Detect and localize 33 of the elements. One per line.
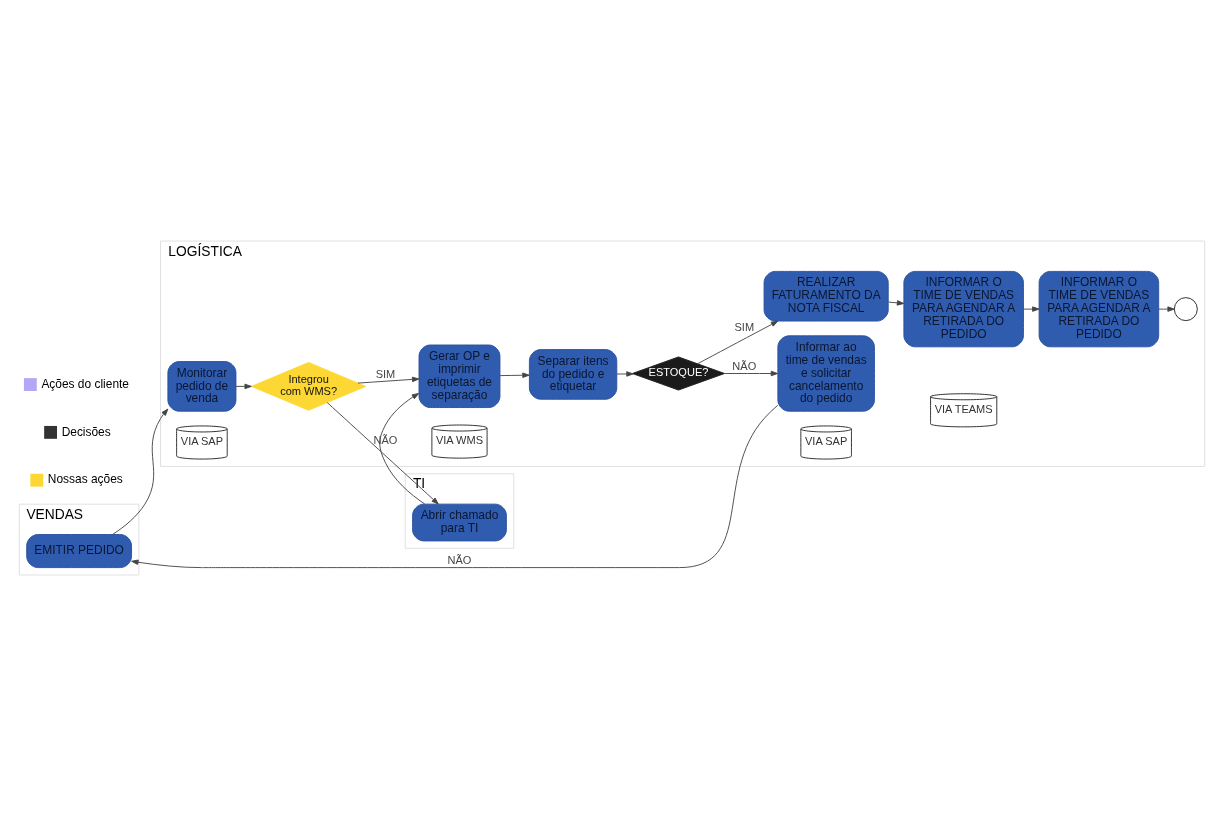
edge-label: NÃO xyxy=(373,433,398,446)
node-box: Monitorar pedido de venda xyxy=(167,361,237,412)
node-box: Abrir chamado para TI xyxy=(412,503,507,542)
arrow xyxy=(326,402,439,505)
node-box: Gerar OP e imprimir etiquetas de separação xyxy=(418,344,501,408)
edge-label: NÃO xyxy=(732,360,757,373)
arrow xyxy=(616,371,634,377)
edge-label: NÃO xyxy=(447,554,472,567)
legend-label: Nossas ações xyxy=(47,472,123,487)
edge-label: SIM xyxy=(734,320,755,333)
arrow xyxy=(499,372,530,378)
legend-label: Ações do cliente xyxy=(41,376,129,391)
arrow xyxy=(131,404,779,569)
node-circle xyxy=(1173,297,1198,322)
arrow xyxy=(697,320,779,365)
arrow xyxy=(1158,306,1175,312)
node-box: INFORMAR O TIME DE VENDAS PARA AGENDAR A RETIRADA DO PEDIDO xyxy=(903,270,1024,348)
node-box: Separar itens do pedido e etiquetar xyxy=(528,349,618,400)
node-diamond: Integrou com WMS? xyxy=(251,362,367,411)
arrow xyxy=(888,300,905,306)
arrow xyxy=(235,383,252,390)
node-diamond: ESTOQUE? xyxy=(631,356,725,391)
arrow xyxy=(112,408,169,535)
node-box: EMITIR PEDIDO xyxy=(26,534,132,569)
arrow xyxy=(357,376,420,384)
arrow xyxy=(1023,306,1040,312)
legend-label: Decisões xyxy=(61,424,111,439)
node-box: INFORMAR O TIME DE VENDAS PARA AGENDAR A RETIRADA DO PEDIDO xyxy=(1038,270,1160,348)
edge-label: SIM xyxy=(375,367,396,380)
node-box: Informar ao time de vendas e solicitar cancelamento do pedido xyxy=(777,335,875,412)
arrow xyxy=(724,370,779,377)
node-box: REALIZAR FATURAMENTO DA NOTA FISCAL xyxy=(763,270,889,322)
arrow xyxy=(379,392,426,505)
